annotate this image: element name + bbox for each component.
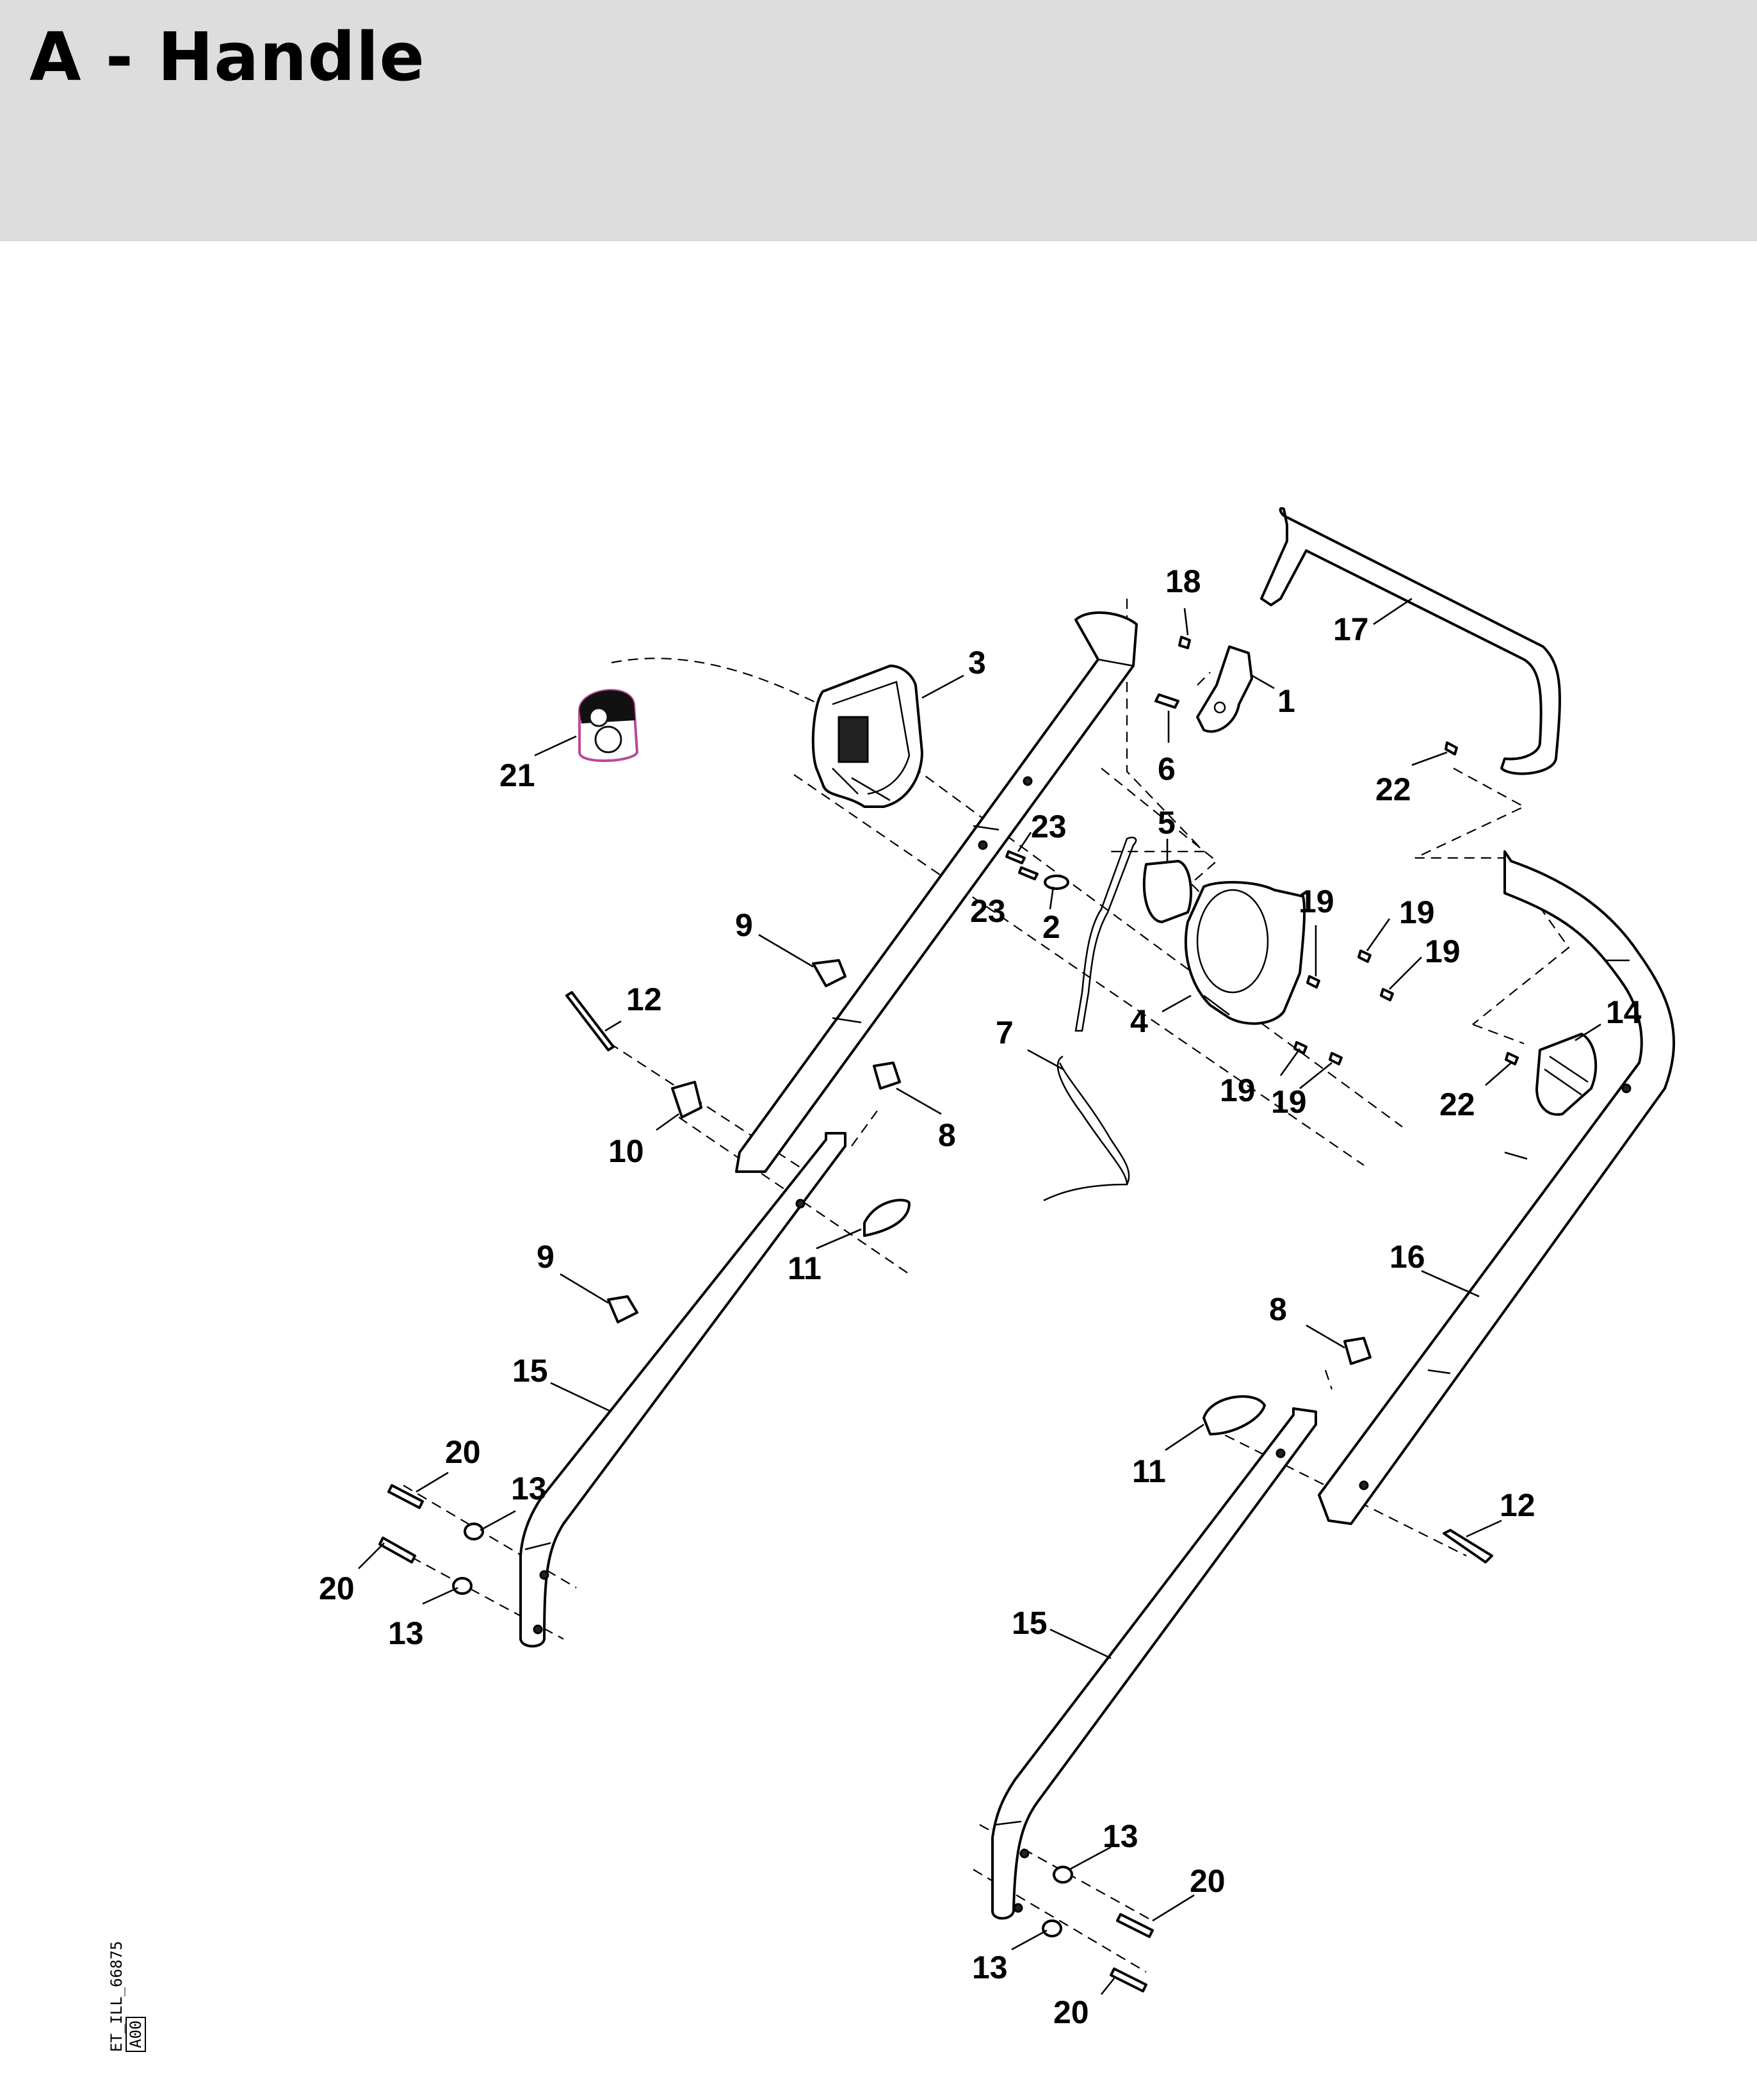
callout-19: 19 <box>1220 1072 1256 1108</box>
callout-20: 20 <box>319 1571 355 1606</box>
lower-handle-left <box>519 1132 846 1648</box>
callout-20: 20 <box>1053 1994 1089 2030</box>
callout-23: 23 <box>1031 809 1067 844</box>
cable-7-upper <box>1074 836 1137 1032</box>
page-title: A - Handle <box>29 18 425 96</box>
callout-5: 5 <box>1158 805 1176 841</box>
callout-23: 23 <box>970 893 1006 929</box>
washer-13-c <box>1053 1866 1073 1884</box>
bolt-20-b <box>378 1537 416 1563</box>
bushing-8-right <box>1343 1337 1372 1365</box>
callout-3: 3 <box>968 645 986 681</box>
callout-8: 8 <box>938 1117 956 1153</box>
page-header: A - Handle <box>0 0 1757 241</box>
callout-19: 19 <box>1271 1084 1307 1120</box>
screw-23-lower <box>1018 866 1039 880</box>
callout-13: 13 <box>1103 1818 1138 1854</box>
lever-1 <box>1196 645 1253 733</box>
callout-1: 1 <box>1277 683 1295 719</box>
callout-12: 12 <box>626 981 662 1017</box>
control-housing-3 <box>811 665 923 808</box>
callout-13: 13 <box>511 1471 547 1506</box>
washer-13-b <box>452 1577 473 1595</box>
sheet-reference: ET_ILL_66875 A00 <box>108 1924 146 2052</box>
callout-17: 17 <box>1333 611 1369 647</box>
callout-19: 19 <box>1299 884 1334 919</box>
lower-handle-right <box>991 1407 1317 1920</box>
screw-19-b <box>1357 949 1372 963</box>
callout-19: 19 <box>1399 894 1435 930</box>
callout-7: 7 <box>996 1015 1014 1051</box>
callout-22: 22 <box>1439 1086 1475 1122</box>
callout-22: 22 <box>1375 771 1411 807</box>
callout-9: 9 <box>537 1239 555 1275</box>
spring-6 <box>1154 693 1179 709</box>
screw-19-a <box>1306 975 1320 989</box>
callout-10: 10 <box>608 1133 644 1169</box>
cable-7-lower <box>1043 1055 1128 1202</box>
callout-19: 19 <box>1425 933 1461 969</box>
callout-8: 8 <box>1269 1291 1287 1327</box>
pin-18 <box>1178 636 1191 649</box>
image-id: ET_ILL_66875 <box>108 1941 125 2052</box>
nut-9-upper <box>812 959 846 987</box>
callout-20: 20 <box>1190 1863 1226 1899</box>
knob-11-right <box>1202 1395 1266 1435</box>
screw-22-lower <box>1505 1052 1519 1065</box>
callout-9: 9 <box>735 907 753 943</box>
callout-21: 21 <box>499 757 535 793</box>
callout-11: 11 <box>1132 1453 1166 1489</box>
label-21 <box>578 689 639 763</box>
bolt-20-c <box>1116 1913 1154 1938</box>
washer-13-d <box>1042 1919 1062 1937</box>
callout-16: 16 <box>1389 1239 1425 1275</box>
screw-23-upper <box>1005 850 1026 864</box>
screw-19-d <box>1293 1041 1308 1054</box>
bushing-8-left <box>873 1062 901 1090</box>
bolt-20-d <box>1110 1967 1147 1992</box>
revision-box: A00 <box>125 2016 146 2052</box>
callout-labels: 18 17 3 1 21 6 22 5 23 23 2 19 19 19 9 1… <box>319 563 1642 2030</box>
knob-11-left <box>863 1199 911 1237</box>
washer-13-a <box>464 1522 484 1540</box>
bolt-20-a <box>387 1484 424 1509</box>
bolt-12-left <box>565 991 615 1051</box>
clamp-10 <box>671 1081 702 1119</box>
washer-2 <box>1044 875 1069 890</box>
callout-4: 4 <box>1130 1003 1148 1039</box>
callout-15: 15 <box>1012 1605 1048 1641</box>
leader-lines <box>358 597 1601 1995</box>
control-housing-4 <box>1184 881 1306 1025</box>
callout-6: 6 <box>1158 751 1176 787</box>
screw-19-e <box>1329 1052 1343 1065</box>
bail-17 <box>1260 507 1561 775</box>
screw-19-c <box>1380 988 1394 1001</box>
upper-handle-left <box>735 611 1138 1173</box>
callout-15: 15 <box>512 1353 548 1389</box>
callout-2: 2 <box>1042 909 1060 945</box>
upper-handle-right <box>1318 850 1676 1525</box>
callout-13: 13 <box>388 1615 424 1651</box>
screw-22-upper <box>1445 741 1458 755</box>
callout-11: 11 <box>788 1250 822 1286</box>
callout-18: 18 <box>1165 563 1201 599</box>
callout-12: 12 <box>1500 1487 1535 1523</box>
knob-14 <box>1535 1033 1598 1116</box>
callout-13: 13 <box>972 1950 1008 1985</box>
callout-20: 20 <box>445 1434 481 1470</box>
nut-9-lower <box>607 1295 638 1323</box>
switch-5 <box>1142 860 1192 923</box>
bolt-12-right <box>1443 1529 1493 1563</box>
callout-14: 14 <box>1606 994 1642 1030</box>
